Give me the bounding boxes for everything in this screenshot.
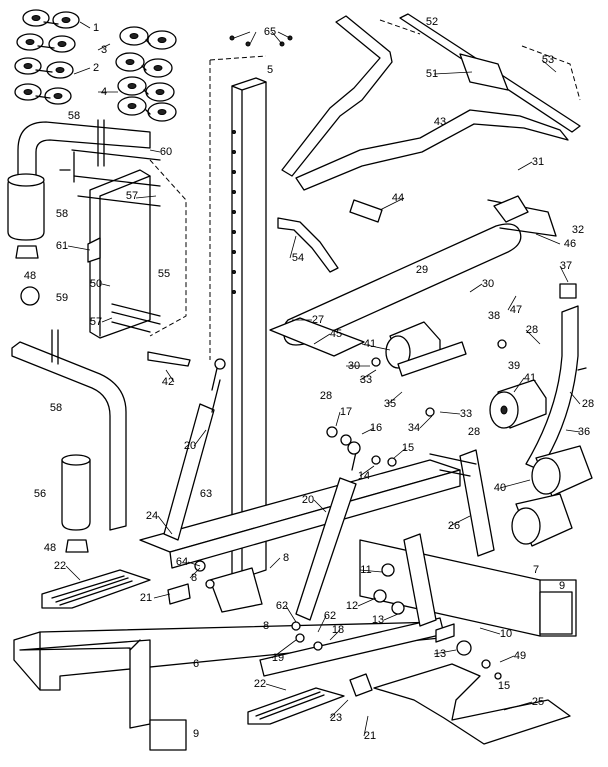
callout-35: 35	[384, 398, 396, 410]
callout-28a: 28	[320, 390, 332, 402]
callout-28b: 28	[468, 426, 480, 438]
lat-bar	[277, 13, 581, 273]
callout-63: 63	[200, 488, 212, 500]
callout-20b: 20	[302, 494, 314, 506]
callout-3: 3	[101, 44, 107, 56]
callout-49: 49	[514, 650, 526, 662]
callout-6: 6	[193, 658, 199, 670]
callout-50: 50	[90, 278, 102, 290]
callout-42: 42	[162, 376, 174, 388]
callout-12: 12	[346, 600, 358, 612]
foot-step-plates	[41, 569, 445, 725]
callout-48b: 48	[44, 542, 56, 554]
weight-plate-stacks	[14, 9, 177, 122]
callout-9a: 9	[559, 580, 565, 592]
hardware-65	[229, 31, 293, 47]
callout-9b: 9	[193, 728, 199, 740]
callout-8c: 8	[263, 620, 269, 632]
seat-pad	[269, 195, 557, 357]
callout-65: 65	[264, 26, 276, 38]
callout-28d: 28	[582, 398, 594, 410]
callout-39: 39	[508, 360, 520, 372]
callout-2: 2	[93, 62, 99, 74]
misc-hardware	[147, 283, 577, 697]
callout-8a: 8	[191, 572, 197, 584]
callout-48a: 48	[24, 270, 36, 282]
callout-36: 36	[578, 426, 590, 438]
callout-41a: 41	[364, 338, 376, 350]
callout-61: 61	[56, 240, 68, 252]
callout-8b: 8	[283, 552, 289, 564]
callout-7: 7	[533, 564, 539, 576]
callout-11: 11	[360, 564, 371, 576]
callout-62b: 62	[324, 610, 336, 622]
callout-62a: 62	[276, 600, 288, 612]
leader-lines	[65, 21, 581, 737]
base-frame	[13, 459, 577, 751]
callout-24: 24	[146, 510, 158, 522]
upright-post	[209, 55, 267, 579]
callout-57a: 57	[126, 190, 138, 202]
callout-52: 52	[426, 16, 438, 28]
callout-14: 14	[358, 470, 370, 482]
callout-31: 31	[532, 156, 544, 168]
callout-58c: 58	[50, 402, 62, 414]
callout-43: 43	[434, 116, 446, 128]
callout-57b: 57	[90, 316, 102, 328]
foam-rollers	[385, 321, 593, 547]
callout-1: 1	[93, 22, 99, 34]
callout-59: 59	[56, 292, 68, 304]
lever-carriage	[59, 119, 187, 339]
callout-19: 19	[272, 652, 284, 664]
callout-21b: 21	[364, 730, 376, 742]
callout-55: 55	[158, 268, 170, 280]
callout-22b: 22	[254, 678, 266, 690]
callout-10: 10	[500, 628, 512, 640]
callout-15b: 15	[498, 680, 510, 692]
callout-37: 37	[560, 260, 572, 272]
seat-support-legs	[403, 449, 495, 627]
callout-13b: 13	[434, 648, 446, 660]
floor-bracket	[373, 663, 571, 745]
callout-23: 23	[330, 712, 342, 724]
callout-45: 45	[330, 328, 342, 340]
callout-30a: 30	[482, 278, 494, 290]
callout-20a: 20	[184, 440, 196, 452]
shock-cylinders	[163, 358, 361, 621]
callout-51: 51	[426, 68, 438, 80]
callout-28c: 28	[526, 324, 538, 336]
callout-41b: 41	[524, 372, 536, 384]
callout-38: 38	[488, 310, 500, 322]
callout-16: 16	[370, 422, 382, 434]
callout-34: 34	[408, 422, 420, 434]
callout-58a: 58	[68, 110, 80, 122]
callout-53: 53	[542, 54, 554, 66]
weight-horn-lower	[11, 329, 127, 553]
callout-25: 25	[532, 696, 544, 708]
callout-22a: 22	[54, 560, 66, 572]
callout-21a: 21	[140, 592, 152, 604]
callout-46: 46	[564, 238, 576, 250]
callout-32: 32	[572, 224, 584, 236]
weight-horn-upper	[7, 121, 151, 306]
callout-13a: 13	[372, 614, 384, 626]
callout-58b: 58	[56, 208, 68, 220]
callout-56: 56	[34, 488, 46, 500]
callout-44: 44	[392, 192, 404, 204]
callout-27: 27	[312, 314, 324, 326]
callout-64: 64	[176, 556, 188, 568]
callout-60: 60	[160, 146, 172, 158]
callout-5: 5	[267, 64, 273, 76]
callout-33a: 33	[360, 374, 372, 386]
callout-17: 17	[340, 406, 352, 418]
callout-33b: 33	[460, 408, 472, 420]
callout-47: 47	[510, 304, 522, 316]
callout-29: 29	[416, 264, 428, 276]
callout-15a: 15	[402, 442, 414, 454]
callout-54: 54	[292, 252, 304, 264]
callout-18: 18	[332, 624, 344, 636]
